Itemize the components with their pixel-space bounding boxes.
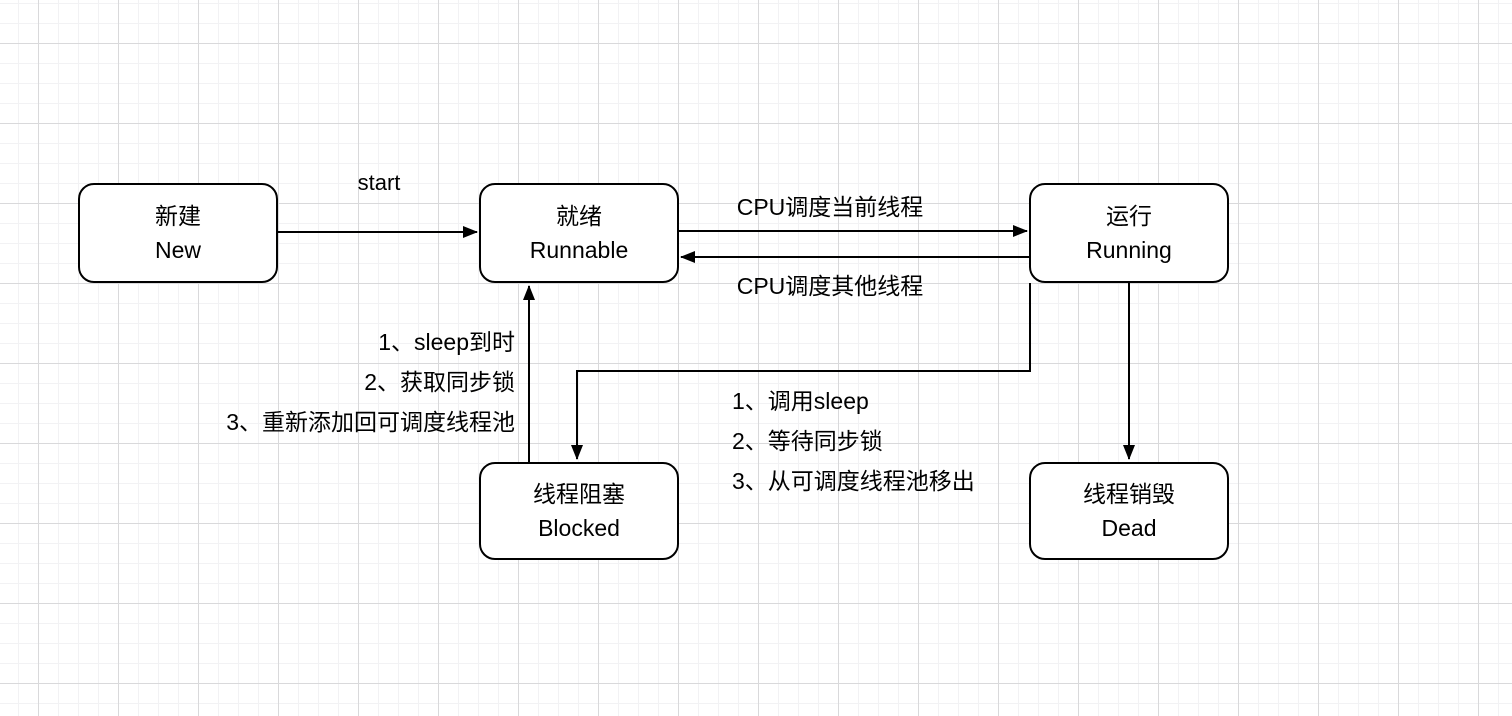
node-label-en: New bbox=[154, 237, 201, 263]
state-node-runnable[interactable]: 就绪 Runnable bbox=[479, 183, 679, 283]
state-node-dead[interactable]: 线程销毁 Dead bbox=[1029, 462, 1229, 560]
edge-label-line: 3、重新添加回可调度线程池 bbox=[226, 409, 515, 435]
edge-label-line: 2、等待同步锁 bbox=[732, 428, 883, 454]
edge-label-running-to-blocked: 1、调用sleep 2、等待同步锁 3、从可调度线程池移出 bbox=[732, 381, 1132, 501]
state-node-blocked[interactable]: 线程阻塞 Blocked bbox=[479, 462, 679, 560]
node-label-zh: 新建 bbox=[155, 203, 201, 229]
state-node-running[interactable]: 运行 Running bbox=[1029, 183, 1229, 283]
node-label-en: Running bbox=[1086, 237, 1172, 263]
edge-label-line: 1、调用sleep bbox=[732, 388, 869, 414]
edge-label-cpu-schedule-current: CPU调度当前线程 bbox=[736, 194, 924, 220]
node-label-zh: 运行 bbox=[1106, 203, 1152, 229]
edge-label-cpu-schedule-other: CPU调度其他线程 bbox=[736, 273, 924, 299]
node-label-en: Runnable bbox=[529, 237, 629, 263]
edge-label-blocked-to-runnable: 1、sleep到时 2、获取同步锁 3、重新添加回可调度线程池 bbox=[115, 322, 515, 442]
node-label-zh: 就绪 bbox=[556, 203, 602, 229]
state-node-new[interactable]: 新建 New bbox=[78, 183, 278, 283]
node-label-en: Blocked bbox=[538, 515, 620, 541]
node-label-zh: 线程销毁 bbox=[1083, 481, 1175, 507]
edge-label-start: start bbox=[357, 170, 401, 195]
edge-label-line: 2、获取同步锁 bbox=[364, 369, 515, 395]
edge-label-line: 1、sleep到时 bbox=[378, 329, 515, 355]
node-label-zh: 线程阻塞 bbox=[533, 481, 625, 507]
node-label-en: Dead bbox=[1101, 515, 1157, 541]
edge-label-line: 3、从可调度线程池移出 bbox=[732, 468, 975, 494]
